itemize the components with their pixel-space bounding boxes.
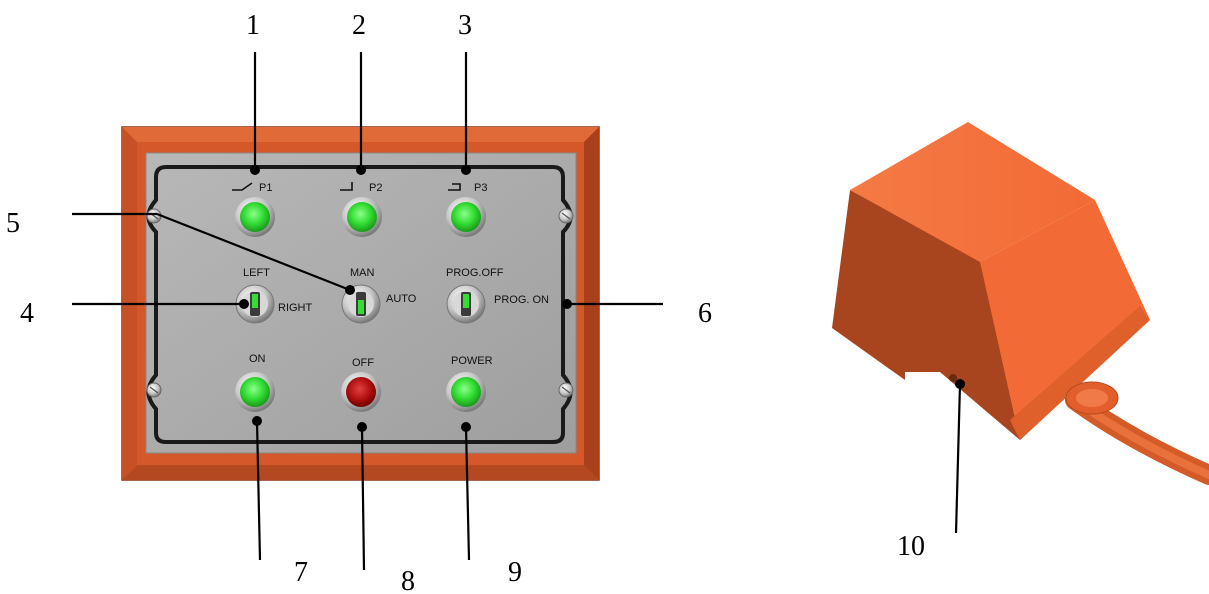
pedal-side [832,190,1020,440]
pilot-lamp-p3 [446,197,486,237]
leader-line-10 [954,383,962,534]
left-right-selector-switch[interactable] [235,284,275,324]
prog-off-label: PROG.OFF [446,267,504,279]
callout-6: 6 [698,298,712,329]
right-label: RIGHT [278,302,313,314]
leader-lines [72,52,965,571]
callout-9: 9 [508,557,522,588]
leader-dot [955,379,965,389]
callout-8: 8 [401,566,415,594]
leader-line-5b [156,212,351,292]
on-button[interactable] [235,372,275,412]
p3-label: P3 [474,182,487,194]
p1-symbol-icon [232,182,253,191]
leader-dot [562,299,572,309]
callout-10: 10 [897,531,925,562]
pilot-lamp-p1 [235,197,275,237]
control-panel: P1 P2 P3 LEFT RIGHT MAN AUTO PROG.OFF PR… [121,126,600,481]
leader-line-9 [464,426,471,561]
screw-icon [558,382,574,398]
pedal-screw-hole [949,374,957,382]
leader-dot [252,416,262,426]
leader-dot [461,165,471,175]
power-lamp [446,372,486,412]
pedal-top [850,122,1095,262]
callout-7: 7 [294,557,308,588]
left-label: LEFT [243,267,270,279]
p1-label: P1 [259,182,272,194]
man-auto-selector-switch[interactable] [341,284,381,324]
pedal-front [980,200,1150,440]
callout-1: 1 [246,10,260,41]
pilot-lamp-p2 [342,197,382,237]
leader-dot [250,165,260,175]
off-label: OFF [352,357,374,369]
callout-4: 4 [20,298,34,329]
callout-labels: 1 2 3 4 5 6 7 8 9 10 [6,10,925,594]
off-button[interactable] [341,372,381,412]
foot-pedal [832,122,1209,485]
prog-on-label: PROG. ON [494,294,549,306]
p2-label: P2 [369,182,382,194]
leader-dot [239,299,249,309]
screw-icon [146,382,162,398]
callout-2: 2 [352,10,366,41]
screw-icon [146,208,162,224]
callout-5: 5 [6,208,20,239]
man-label: MAN [350,267,375,279]
leader-dot [356,165,366,175]
screw-icon [558,208,574,224]
p2-symbol-icon [340,182,353,191]
power-label: POWER [451,355,493,367]
leader-line-8 [360,426,366,571]
leader-dot [357,422,367,432]
leader-dot [345,285,355,295]
callout-3: 3 [458,10,472,41]
p3-symbol-icon [448,183,461,191]
leader-dot [461,422,471,432]
auto-label: AUTO [386,293,417,305]
on-label: ON [249,353,266,365]
leader-line-7 [255,420,262,561]
prog-selector-switch[interactable] [446,284,486,324]
